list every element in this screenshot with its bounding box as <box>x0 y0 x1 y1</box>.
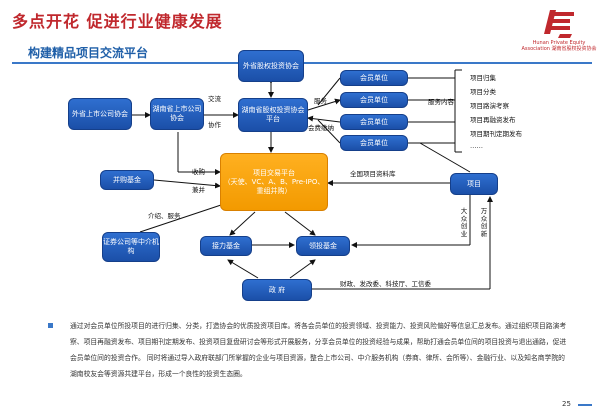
edge-label-service: 服务 <box>314 97 327 105</box>
other-listed-association-node: 外省上市公司协会 <box>68 98 132 130</box>
service-item: 项目再融资发布 <box>470 116 516 124</box>
edge-label-service-content: 服务内容 <box>428 98 454 106</box>
edge-label-mass-entrepreneurship: 大众创业 <box>460 207 468 238</box>
edge-label-acquire: 收购 <box>192 168 205 176</box>
edge-label-exchange: 交流 <box>208 95 221 103</box>
member-unit-node: 会员单位 <box>340 135 408 151</box>
page-number: 25 <box>562 400 571 408</box>
edge-label-cooperation: 协作 <box>208 121 221 129</box>
member-unit-node: 会员单位 <box>340 92 408 108</box>
section-subtitle: 构建精品项目交流平台 <box>28 46 149 60</box>
edge-label-project-database: 全国项目资料库 <box>350 170 396 178</box>
hunan-pe-association-node: 湖南省股权投资协会平台 <box>238 98 308 132</box>
province-association-node: 外省股权投资协会 <box>238 50 304 82</box>
relay-fund-node: 接力基金 <box>200 236 252 256</box>
edge-label-government-departments: 财政、发改委、科技厅、工信委 <box>340 280 431 288</box>
service-item: 项目路演考察 <box>470 102 509 110</box>
member-unit-node: 会员单位 <box>340 114 408 130</box>
project-trading-platform-node: 项目交易平台 （天使、VC、A、B、Pre-IPO、重组并购） <box>220 153 328 211</box>
service-item: 项目期刊定期发布 <box>470 130 522 138</box>
edge-label-mass-innovation: 万众创新 <box>480 207 488 238</box>
logo-text: Hunan Private Equity Association 湖南省股权投资… <box>521 40 597 52</box>
government-node: 政 府 <box>242 279 312 301</box>
logo-mark-icon <box>544 10 574 38</box>
page-title: 多点开花 促进行业健康发展 <box>12 12 223 31</box>
merger-fund-node: 并购基金 <box>100 170 154 190</box>
edge-label-intro-service: 介绍、服务 <box>148 212 181 220</box>
edge-label-merge: 兼并 <box>192 186 205 194</box>
association-logo: Hunan Private Equity Association 湖南省股权投资… <box>520 4 598 52</box>
hunan-listed-association-node: 湖南省上市公司协会 <box>150 98 204 130</box>
paragraph-bullet-icon <box>48 323 53 328</box>
description-paragraph: 通过对会员单位所投项目的进行归集、分类，打造协会的优质投资项目库。将各会员单位的… <box>70 322 567 378</box>
securities-intermediary-node: 证券公司等中介机构 <box>102 232 160 262</box>
member-unit-node: 会员单位 <box>340 70 408 86</box>
project-node: 项目 <box>450 173 498 195</box>
service-item: 项目分类 <box>470 88 496 96</box>
lead-fund-node: 领投基金 <box>296 236 350 256</box>
service-item: …… <box>470 142 483 150</box>
edge-label-fee: 会费缴纳 <box>308 124 334 132</box>
service-item: 项目归集 <box>470 74 496 82</box>
page-number-bar <box>578 404 592 406</box>
